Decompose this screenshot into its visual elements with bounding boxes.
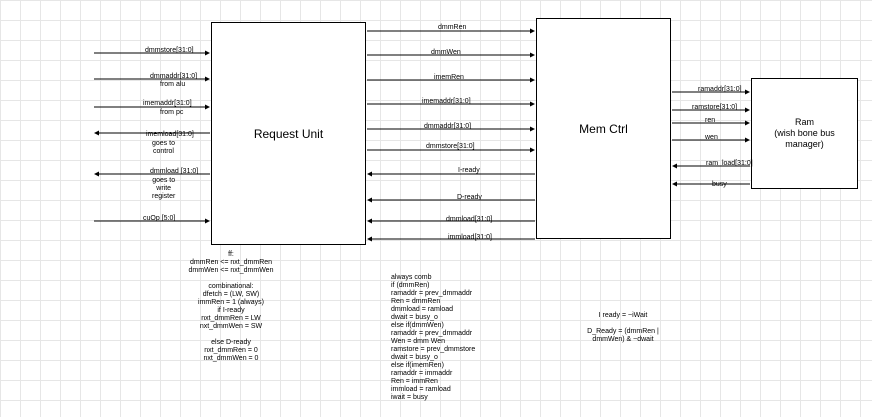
- signal-dmmstore-mid: dmmstore[31:0]: [426, 143, 475, 150]
- signal-dmmstore-in: dmmstore[31:0]: [145, 47, 194, 54]
- mem-ctrl-block[interactable]: Mem Ctrl: [536, 18, 671, 239]
- wire-dmmstore-mid: [367, 147, 535, 153]
- signal-dmmren: dmmRen: [438, 24, 467, 31]
- signal-dmmaddr-mid: dmmaddr[31:0]: [424, 123, 472, 130]
- signal-dmmload-dest: goes to write register: [152, 177, 176, 200]
- wire-ren: [672, 120, 750, 126]
- signal-imemload-out: imemload[31:0]: [146, 131, 194, 138]
- wire-ramaddr: [672, 89, 750, 95]
- wire-ram-load: [672, 163, 750, 169]
- wire-imemaddr-in: [94, 104, 210, 110]
- wire-dmmstore-in: [94, 50, 210, 56]
- signal-immload-mid: immload[31:0]: [448, 234, 492, 241]
- signal-dmmaddr-source: from alu: [160, 81, 186, 88]
- request-unit-label: Request Unit: [253, 126, 324, 141]
- signal-i-ready: I-ready: [458, 167, 480, 174]
- signal-cuop-in: cuOp [5:0]: [143, 215, 176, 222]
- signal-wen: wen: [705, 134, 718, 141]
- signal-ramstore: ramstore[31:0]: [692, 104, 738, 111]
- ready-logic-note: I ready = ~iWait D_Ready = (dmmRen | dmm…: [587, 312, 659, 343]
- wire-imemren: [367, 77, 535, 83]
- signal-ram-load: ram_load[31:0]: [706, 160, 753, 167]
- signal-dmmwen: dmmWen: [431, 49, 461, 56]
- request-unit-block[interactable]: Request Unit: [211, 22, 366, 245]
- wire-i-ready: [367, 171, 535, 177]
- ram-block[interactable]: Ram (wish bone bus manager): [751, 78, 858, 189]
- wire-imemaddr-mid: [367, 101, 535, 107]
- mem-ctrl-label: Mem Ctrl: [579, 121, 628, 136]
- signal-imemren: imemRen: [434, 74, 464, 81]
- signal-imemaddr-source: from pc: [160, 109, 184, 116]
- wire-dmmren: [367, 28, 535, 34]
- wire-d-ready: [367, 197, 535, 203]
- wire-busy: [672, 181, 750, 187]
- wire-dmmaddr-mid: [367, 126, 535, 132]
- ram-label: Ram (wish bone bus manager): [774, 117, 835, 149]
- wire-dmmaddr-in: [94, 76, 210, 82]
- wire-cuop-in: [94, 218, 210, 224]
- signal-ren: ren: [705, 117, 716, 124]
- signal-imemaddr-mid: imemaddr[31:0]: [422, 98, 471, 105]
- signal-busy: busy: [712, 181, 727, 188]
- signal-dmmload-mid: dmmload[31:0]: [446, 216, 493, 223]
- wire-imemload-out: [94, 130, 210, 136]
- signal-ramaddr: ramaddr[31:0]: [698, 86, 742, 93]
- wire-ramstore: [672, 107, 750, 113]
- wire-dmmload-out: [94, 171, 210, 177]
- signal-imemload-dest: goes to control: [152, 140, 175, 155]
- wire-wen: [672, 137, 750, 143]
- wire-dmmwen: [367, 52, 535, 58]
- mem-ctrl-comb-note: always comb if (dmmRen) ramaddr = prev_d…: [391, 274, 476, 401]
- wire-dmmload-mid: [367, 218, 535, 224]
- request-unit-logic-note: ff: dmmRen <= nxt_dmmRen dmmWen <= nxt_d…: [188, 251, 274, 362]
- signal-imemaddr-in: imemaddr[31:0]: [143, 100, 192, 107]
- signal-dmmload-out: dmmload [31:0]: [150, 168, 199, 175]
- signal-d-ready: D-ready: [457, 194, 482, 201]
- signal-dmmaddr-in: dmmaddr[31:0]: [150, 73, 198, 80]
- wire-immload-mid: [367, 236, 535, 242]
